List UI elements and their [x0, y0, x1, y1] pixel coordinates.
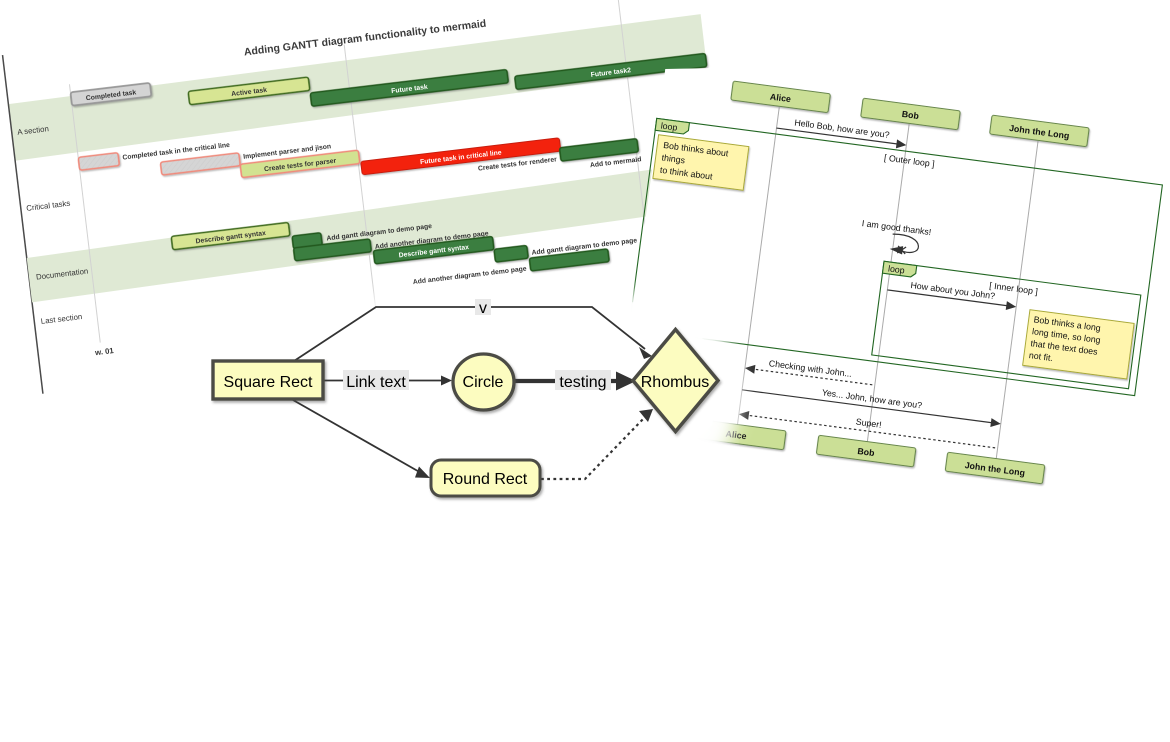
svg-text:testing: testing — [559, 374, 606, 391]
svg-text:A section: A section — [17, 124, 49, 137]
svg-text:Round Rect: Round Rect — [443, 471, 528, 488]
svg-text:Active task: Active task — [231, 87, 268, 98]
svg-text:loop: loop — [660, 121, 678, 133]
svg-text:loop: loop — [888, 263, 906, 275]
svg-text:Circle: Circle — [463, 374, 504, 391]
svg-text:Future task: Future task — [391, 84, 428, 95]
svg-text:v: v — [479, 300, 487, 317]
svg-text:Rhombus: Rhombus — [641, 374, 709, 391]
svg-text:Alice: Alice — [769, 92, 791, 105]
svg-text:Bob: Bob — [857, 446, 876, 458]
svg-text:Square Rect: Square Rect — [224, 374, 313, 391]
svg-text:Future task2: Future task2 — [590, 67, 631, 79]
svg-text:Link text: Link text — [346, 374, 406, 391]
svg-text:Bob: Bob — [901, 109, 920, 121]
svg-text:Super!: Super! — [855, 417, 882, 430]
svg-text:not fit.: not fit. — [1028, 350, 1053, 363]
svg-text:things: things — [661, 152, 686, 165]
svg-text:w. 01: w. 01 — [94, 346, 115, 357]
